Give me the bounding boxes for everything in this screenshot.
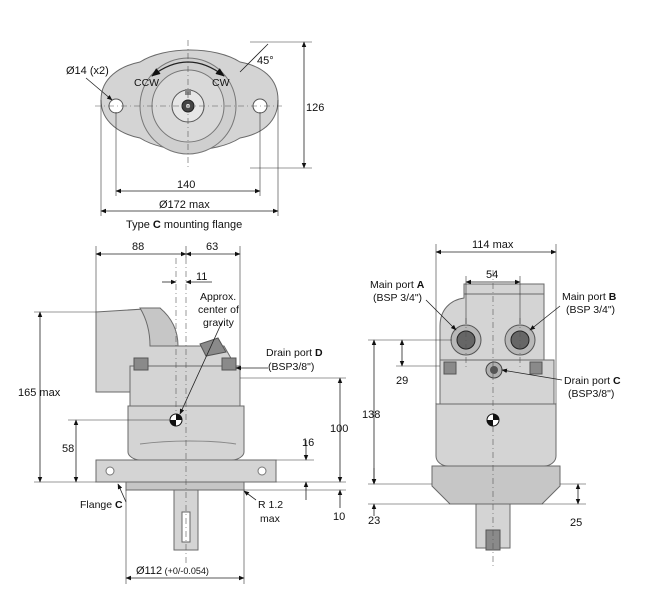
top-view: CCW CW 45° Ø14 (x2) 126 140 Ø172 max Typ… [66,40,324,231]
bolt-spacing-140: 140 [177,179,195,191]
radius-label: R 1.2 [258,499,283,511]
dim-23: 23 [368,515,380,527]
main-port-a-label: Main port A [370,279,425,291]
height-10: 10 [333,511,345,523]
main-port-b-label: Main port B [562,291,617,303]
hole-dimension: Ø14 (x2) [66,65,109,77]
dim-88: 88 [132,241,144,253]
dim-25: 25 [570,517,582,529]
side-view: 114 max 54 Main port A (BSP 3/4") Main p… [362,239,621,566]
flange-c-label: Flange C [80,499,123,511]
rotation-arrow [151,61,225,77]
drain-port-c-label: Drain port C [564,375,621,387]
drain-port-c-size: (BSP3/8") [568,388,614,400]
dim-11: 11 [196,271,207,283]
height-16: 16 [302,437,314,449]
height-126: 126 [306,102,324,114]
main-port-b-size: (BSP 3/4") [566,304,615,316]
cog-label-1: Approx. [200,291,236,303]
height-100: 100 [330,423,348,435]
side-flange [431,465,561,505]
main-port-a-size: (BSP 3/4") [373,292,422,304]
cog-label-2: center of [198,304,239,316]
drain-port-d-label: Drain port D [266,347,323,359]
front-view: 88 63 11 Approx. center of gravity Drain… [18,241,348,584]
port-spacing-54: 54 [486,269,498,281]
side-main-housing [435,403,557,467]
height-165-max: 165 max [18,387,61,399]
radius-max-label: max [260,513,281,525]
cog-label-3: gravity [203,317,235,329]
drain-port-d-size: (BSP3/8") [268,361,314,373]
ccw-label: CCW [134,77,159,89]
angle-label: 45° [257,55,274,67]
height-138: 138 [362,409,380,421]
motor-upper-housing [129,365,241,407]
width-114-max: 114 max [472,239,514,251]
cw-label: CW [212,77,230,89]
dim-29: 29 [396,375,408,387]
flange-diameter-172: Ø172 max [159,199,210,211]
pilot-spigot [125,481,245,491]
height-58: 58 [62,443,74,455]
dim-63: 63 [206,241,218,253]
pilot-diameter: Ø112 (+0/-0.054) [136,565,209,577]
mounting-flange-caption: Type C mounting flange [126,219,242,231]
